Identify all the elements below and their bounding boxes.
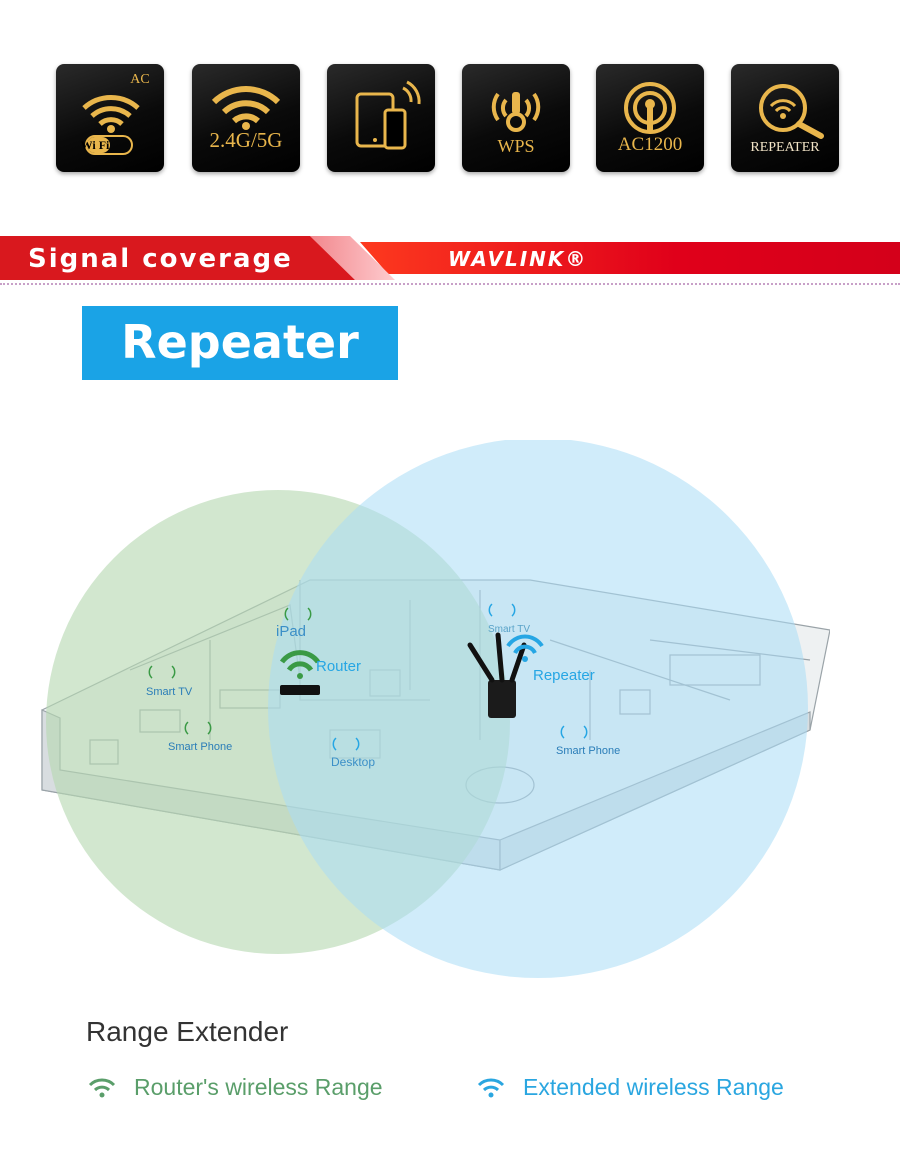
feature-tile-wps: WPS — [462, 64, 570, 172]
wps-icon — [491, 92, 541, 132]
desktop-label: Desktop — [331, 755, 375, 769]
feature-tile-ac-wifi: AC Wi Fi — [56, 64, 164, 172]
ac-wifi-icon — [82, 95, 140, 155]
router-label: Router — [316, 658, 361, 675]
ipad-label: iPad — [276, 623, 306, 640]
legend-title: Range Extender — [86, 1016, 289, 1047]
desktop-signal-icon — [332, 737, 360, 751]
banner-brand-bar — [360, 242, 900, 274]
mode-label: Repeater — [121, 315, 359, 369]
ipad-signal-icon — [284, 607, 312, 621]
mode-label-box: Repeater — [82, 306, 398, 380]
magnifier-wifi-icon — [759, 84, 824, 139]
smart-phone-right-label: Smart Phone — [556, 745, 620, 757]
feature-tile-ac1200: AC1200 — [596, 64, 704, 172]
legend-router-range-label: Router's wireless Range — [134, 1074, 383, 1100]
router-device — [279, 650, 321, 695]
banner-title-bar — [0, 236, 355, 280]
smart-tv-right-label: Smart TV — [488, 624, 530, 635]
smart-tv-left-label: Smart TV — [146, 686, 193, 698]
brand-logo: WAVLINK® — [448, 247, 588, 271]
antenna-icon — [624, 82, 676, 134]
repeater-tile-label: REPEATER — [750, 140, 820, 155]
smart-phone-right-signal-icon — [560, 725, 588, 739]
blue-wifi-icon — [477, 1078, 505, 1098]
legend-extended-range-label: Extended wireless Range — [523, 1074, 784, 1100]
tablet-phone-icon — [355, 80, 421, 150]
green-wifi-icon — [88, 1078, 116, 1098]
ac-label: AC — [130, 72, 150, 87]
ac1200-label: AC1200 — [617, 134, 683, 155]
feature-icon-row: AC Wi Fi 2.4G/5G WPS — [56, 64, 846, 172]
smart-phone-left-label: Smart Phone — [168, 741, 232, 753]
section-banner: Signal coverage WAVLINK® — [0, 236, 900, 280]
dual-band-wifi-icon — [211, 86, 281, 130]
wps-label: WPS — [497, 136, 535, 156]
smart-phone-left-signal-icon — [184, 721, 212, 735]
repeater-coverage-area — [268, 440, 808, 978]
repeater-label: Repeater — [533, 667, 595, 684]
feature-tile-repeater: REPEATER — [731, 64, 839, 172]
wifi-label: Wi Fi — [80, 138, 110, 152]
smart-tv-left-signal-icon — [148, 665, 176, 679]
coverage-illustration: Router Repeater iPad Smart TV Smart Phon… — [41, 440, 830, 978]
smart-tv-right-signal-icon — [488, 603, 516, 617]
dual-band-label: 2.4G/5G — [209, 128, 283, 152]
feature-tile-devices — [327, 64, 435, 172]
banner-title: Signal coverage — [28, 244, 293, 274]
banner-divider — [0, 283, 900, 285]
feature-tile-dual-band: 2.4G/5G — [192, 64, 300, 172]
repeater-device — [467, 632, 544, 718]
